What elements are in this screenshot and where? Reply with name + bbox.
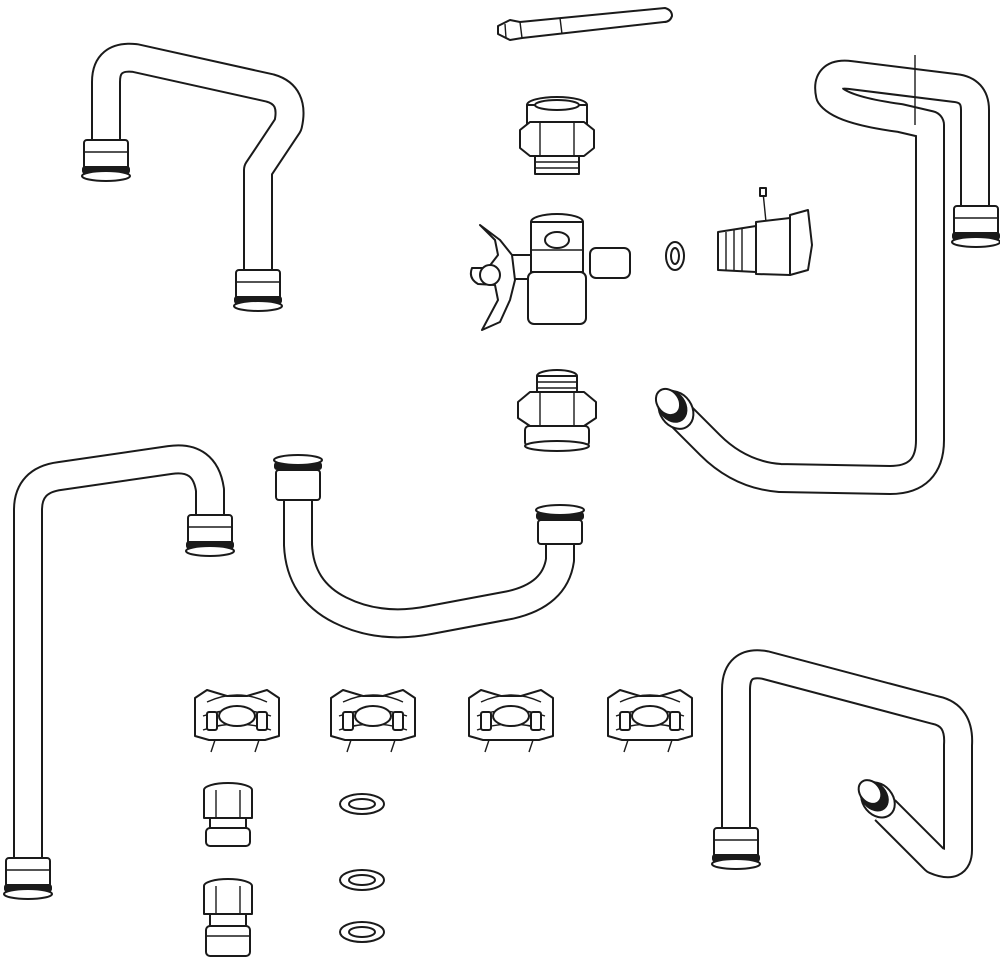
- clip-2: [330, 689, 416, 753]
- clip-3: [468, 689, 554, 753]
- clip-1: [194, 689, 280, 753]
- threaded-adapter-top: [519, 96, 595, 175]
- flat-washer-1: [339, 793, 385, 815]
- clip-4: [607, 689, 693, 753]
- ball-valve-handle: [469, 213, 631, 331]
- pipe-bend-left-long: [3, 444, 235, 900]
- union-nut-1: [203, 782, 253, 847]
- pipe-bend-bottom-right: [711, 649, 974, 879]
- flat-washer-2: [339, 869, 385, 891]
- pipe-u-center: [273, 454, 585, 639]
- screwdriver-key: [497, 7, 673, 41]
- drain-cock: [717, 187, 813, 276]
- threaded-adapter-middle: [517, 369, 597, 452]
- flat-washer-3: [339, 921, 385, 943]
- o-ring-small: [665, 241, 685, 271]
- pipe-bend-top-left: [81, 42, 305, 312]
- pipe-bend-top-right: [654, 55, 1000, 495]
- union-nut-2: [203, 878, 253, 957]
